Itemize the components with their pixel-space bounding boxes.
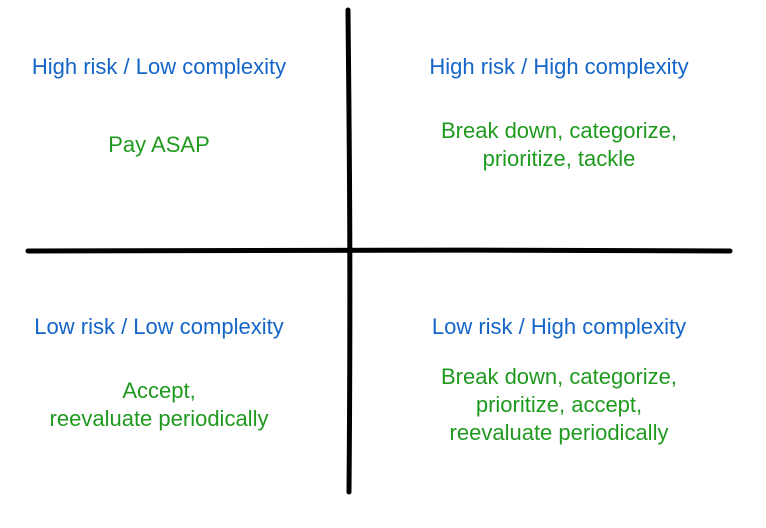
quadrant-title: Low risk / Low complexity — [34, 314, 284, 339]
quadrant-low-risk-low-complexity: Low risk / Low complexity Accept, reeval… — [0, 314, 318, 433]
quadrant-high-risk-high-complexity: High risk / High complexity Break down, … — [380, 54, 738, 173]
vertical-axis — [345, 7, 353, 495]
action-line: Break down, categorize, — [440, 118, 678, 143]
quadrant-action: Break down, categorize, prioritize, tack… — [380, 117, 738, 173]
action-line: prioritize, accept, — [475, 392, 643, 417]
quadrant-title: High risk / High complexity — [429, 54, 689, 79]
quadrant-low-risk-high-complexity: Low risk / High complexity Break down, c… — [380, 314, 738, 447]
action-line: prioritize, tackle — [482, 146, 636, 171]
action-line: reevaluate periodically — [449, 420, 669, 445]
quadrant-high-risk-low-complexity: High risk / Low complexity Pay ASAP — [0, 54, 318, 159]
action-line: Break down, categorize, — [440, 364, 678, 389]
quadrant-action: Accept, reevaluate periodically — [0, 377, 318, 433]
action-line: Accept, — [122, 378, 196, 403]
quadrant-title: Low risk / High complexity — [431, 314, 687, 339]
horizontal-axis — [25, 247, 733, 254]
quadrant-title: High risk / Low complexity — [31, 54, 287, 79]
action-line: reevaluate periodically — [49, 406, 269, 431]
quadrant-action: Pay ASAP — [0, 131, 318, 159]
quadrant-action: Break down, categorize, prioritize, acce… — [380, 363, 738, 447]
action-line: Pay ASAP — [108, 132, 210, 157]
